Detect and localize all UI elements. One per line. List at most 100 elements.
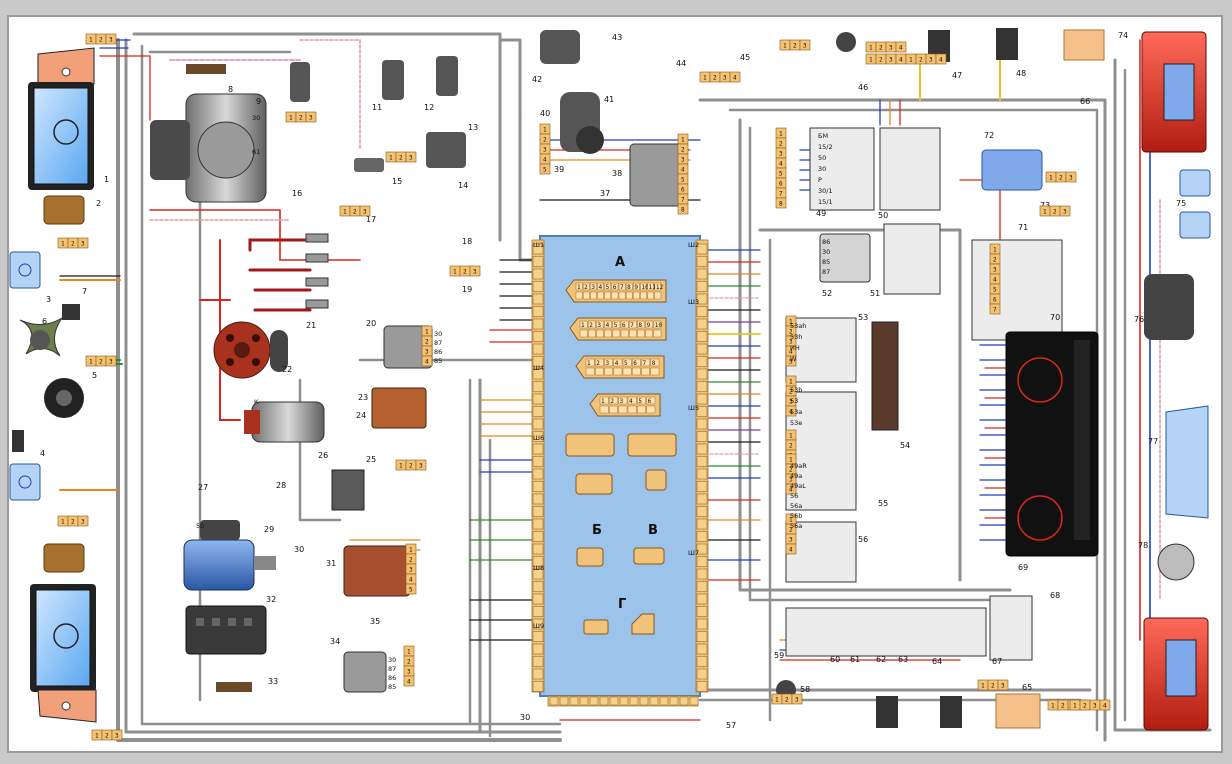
relay-52-pin: 86 xyxy=(822,238,830,246)
connector-pin-number: 1 xyxy=(981,683,985,690)
component-number-33: 33 xyxy=(268,677,278,686)
block-pin xyxy=(532,681,544,692)
connector-pin-number: 2 xyxy=(353,209,357,216)
switch-54-pin: 49a xyxy=(790,472,802,480)
block-section-b: Б xyxy=(592,523,602,538)
connector-pin-number: 1 xyxy=(95,733,99,740)
block-pin xyxy=(532,256,544,267)
connector-pin-number: 1 xyxy=(775,697,779,704)
connector-pin-number: 2 xyxy=(1059,175,1063,182)
fuse-slot xyxy=(637,329,645,338)
component-number-30: 30 xyxy=(294,545,304,554)
ignition-coil-icon xyxy=(244,401,325,443)
fuse-slot xyxy=(646,396,656,405)
fuse-slot xyxy=(640,282,647,291)
component-number-34: 34 xyxy=(330,637,340,646)
fuse-slot xyxy=(627,405,637,414)
fuse-slot xyxy=(590,291,597,300)
component-number-75: 75 xyxy=(1176,199,1186,208)
component-number-41: 41 xyxy=(604,95,614,104)
ignition-switch-pin: 50 xyxy=(818,154,826,162)
connector-pin-number: 3 xyxy=(681,157,685,164)
connector-pin xyxy=(77,515,89,527)
switch-54-pin: 49aL xyxy=(790,482,806,490)
connector-pin-number: 1 xyxy=(409,547,413,554)
block-pin xyxy=(532,631,544,642)
block-pin xyxy=(696,406,708,417)
connector-pin-number: 3 xyxy=(309,115,313,122)
fuse-slot xyxy=(620,320,629,329)
block-pin xyxy=(696,293,708,305)
block-pin xyxy=(696,481,708,492)
horn-icon xyxy=(44,378,84,418)
fuse-number: 2 xyxy=(584,284,588,291)
block-pin xyxy=(649,696,659,706)
block-pin xyxy=(696,356,708,367)
connector-pin-number: 6 xyxy=(681,187,685,194)
light-icon xyxy=(186,64,252,692)
connector-pin xyxy=(1059,205,1071,217)
ignition-switch-pin: 15/1 xyxy=(818,198,833,206)
component-number-23: 23 xyxy=(358,393,368,402)
relay-34-pin: 85 xyxy=(388,683,396,691)
ignition-switch-pin: 15/2 xyxy=(818,143,833,151)
component-number-42: 42 xyxy=(532,75,542,84)
component-number-2: 2 xyxy=(96,199,101,208)
block-pin xyxy=(696,606,708,617)
fuse-number: 7 xyxy=(643,360,647,367)
connector-pin-number: 2 xyxy=(779,141,783,148)
connector-pin-number: 4 xyxy=(409,577,413,584)
connector-pin-number: 1 xyxy=(909,57,913,64)
fuse-number: 2 xyxy=(589,322,593,329)
component-number-61: 61 xyxy=(850,655,860,664)
connector-pin-number: 2 xyxy=(99,359,103,366)
fuse-number: 6 xyxy=(622,322,626,329)
alternator-icon xyxy=(150,93,267,203)
block-pin xyxy=(532,618,544,630)
fuse-number: 10 xyxy=(655,322,663,329)
component-number-55: 55 xyxy=(878,499,888,508)
fuse-slot xyxy=(625,291,633,300)
switch-53-pin: 53a xyxy=(790,408,802,416)
connector-pin-number: 4 xyxy=(681,167,685,174)
component-number-52: 52 xyxy=(822,289,832,298)
component-number-51: 51 xyxy=(870,289,880,298)
block-pin xyxy=(696,506,708,517)
fuse-number: 8 xyxy=(627,284,631,291)
fuse-slot xyxy=(650,358,660,367)
component-number-68: 68 xyxy=(1050,591,1060,600)
pump-icon xyxy=(290,62,310,102)
connector-pin-number: 1 xyxy=(407,649,411,656)
connector-pin-number: 3 xyxy=(889,57,893,64)
connector-pin-number: 1 xyxy=(389,155,393,162)
connector-pin xyxy=(403,675,415,687)
component-number-69: 69 xyxy=(1018,563,1028,572)
block-pin xyxy=(532,668,544,680)
fuse-slot xyxy=(579,329,588,338)
connector-pin-number: 1 xyxy=(789,379,793,386)
headlight-icon xyxy=(30,584,97,723)
fuse-slot xyxy=(609,405,618,414)
block-pin xyxy=(532,606,544,617)
relay-52-pin: 85 xyxy=(822,258,830,266)
fuse-slot xyxy=(585,367,595,376)
block-pin xyxy=(532,331,544,342)
connector-pin-number: 4 xyxy=(425,359,429,366)
fuse-slot xyxy=(595,367,604,376)
component-number-37: 37 xyxy=(600,189,610,198)
block-pin xyxy=(532,406,544,417)
component-number-20: 20 xyxy=(366,319,376,328)
component-number-45: 45 xyxy=(740,53,750,62)
wire-harness xyxy=(116,32,1212,742)
connector-pin-number: 3 xyxy=(425,349,429,356)
block-pin xyxy=(696,568,708,580)
fuse-slot xyxy=(604,320,612,329)
component-number-56: 56 xyxy=(858,535,868,544)
connector-pin-number: 2 xyxy=(425,339,429,346)
connector-pin xyxy=(785,355,797,367)
connector-pin-number: 1 xyxy=(993,247,997,254)
connector-pin-number: 2 xyxy=(993,257,997,264)
dome-light-icon xyxy=(995,29,1105,729)
block-pin xyxy=(532,468,544,480)
fuel-sensor-icon xyxy=(1157,543,1195,581)
